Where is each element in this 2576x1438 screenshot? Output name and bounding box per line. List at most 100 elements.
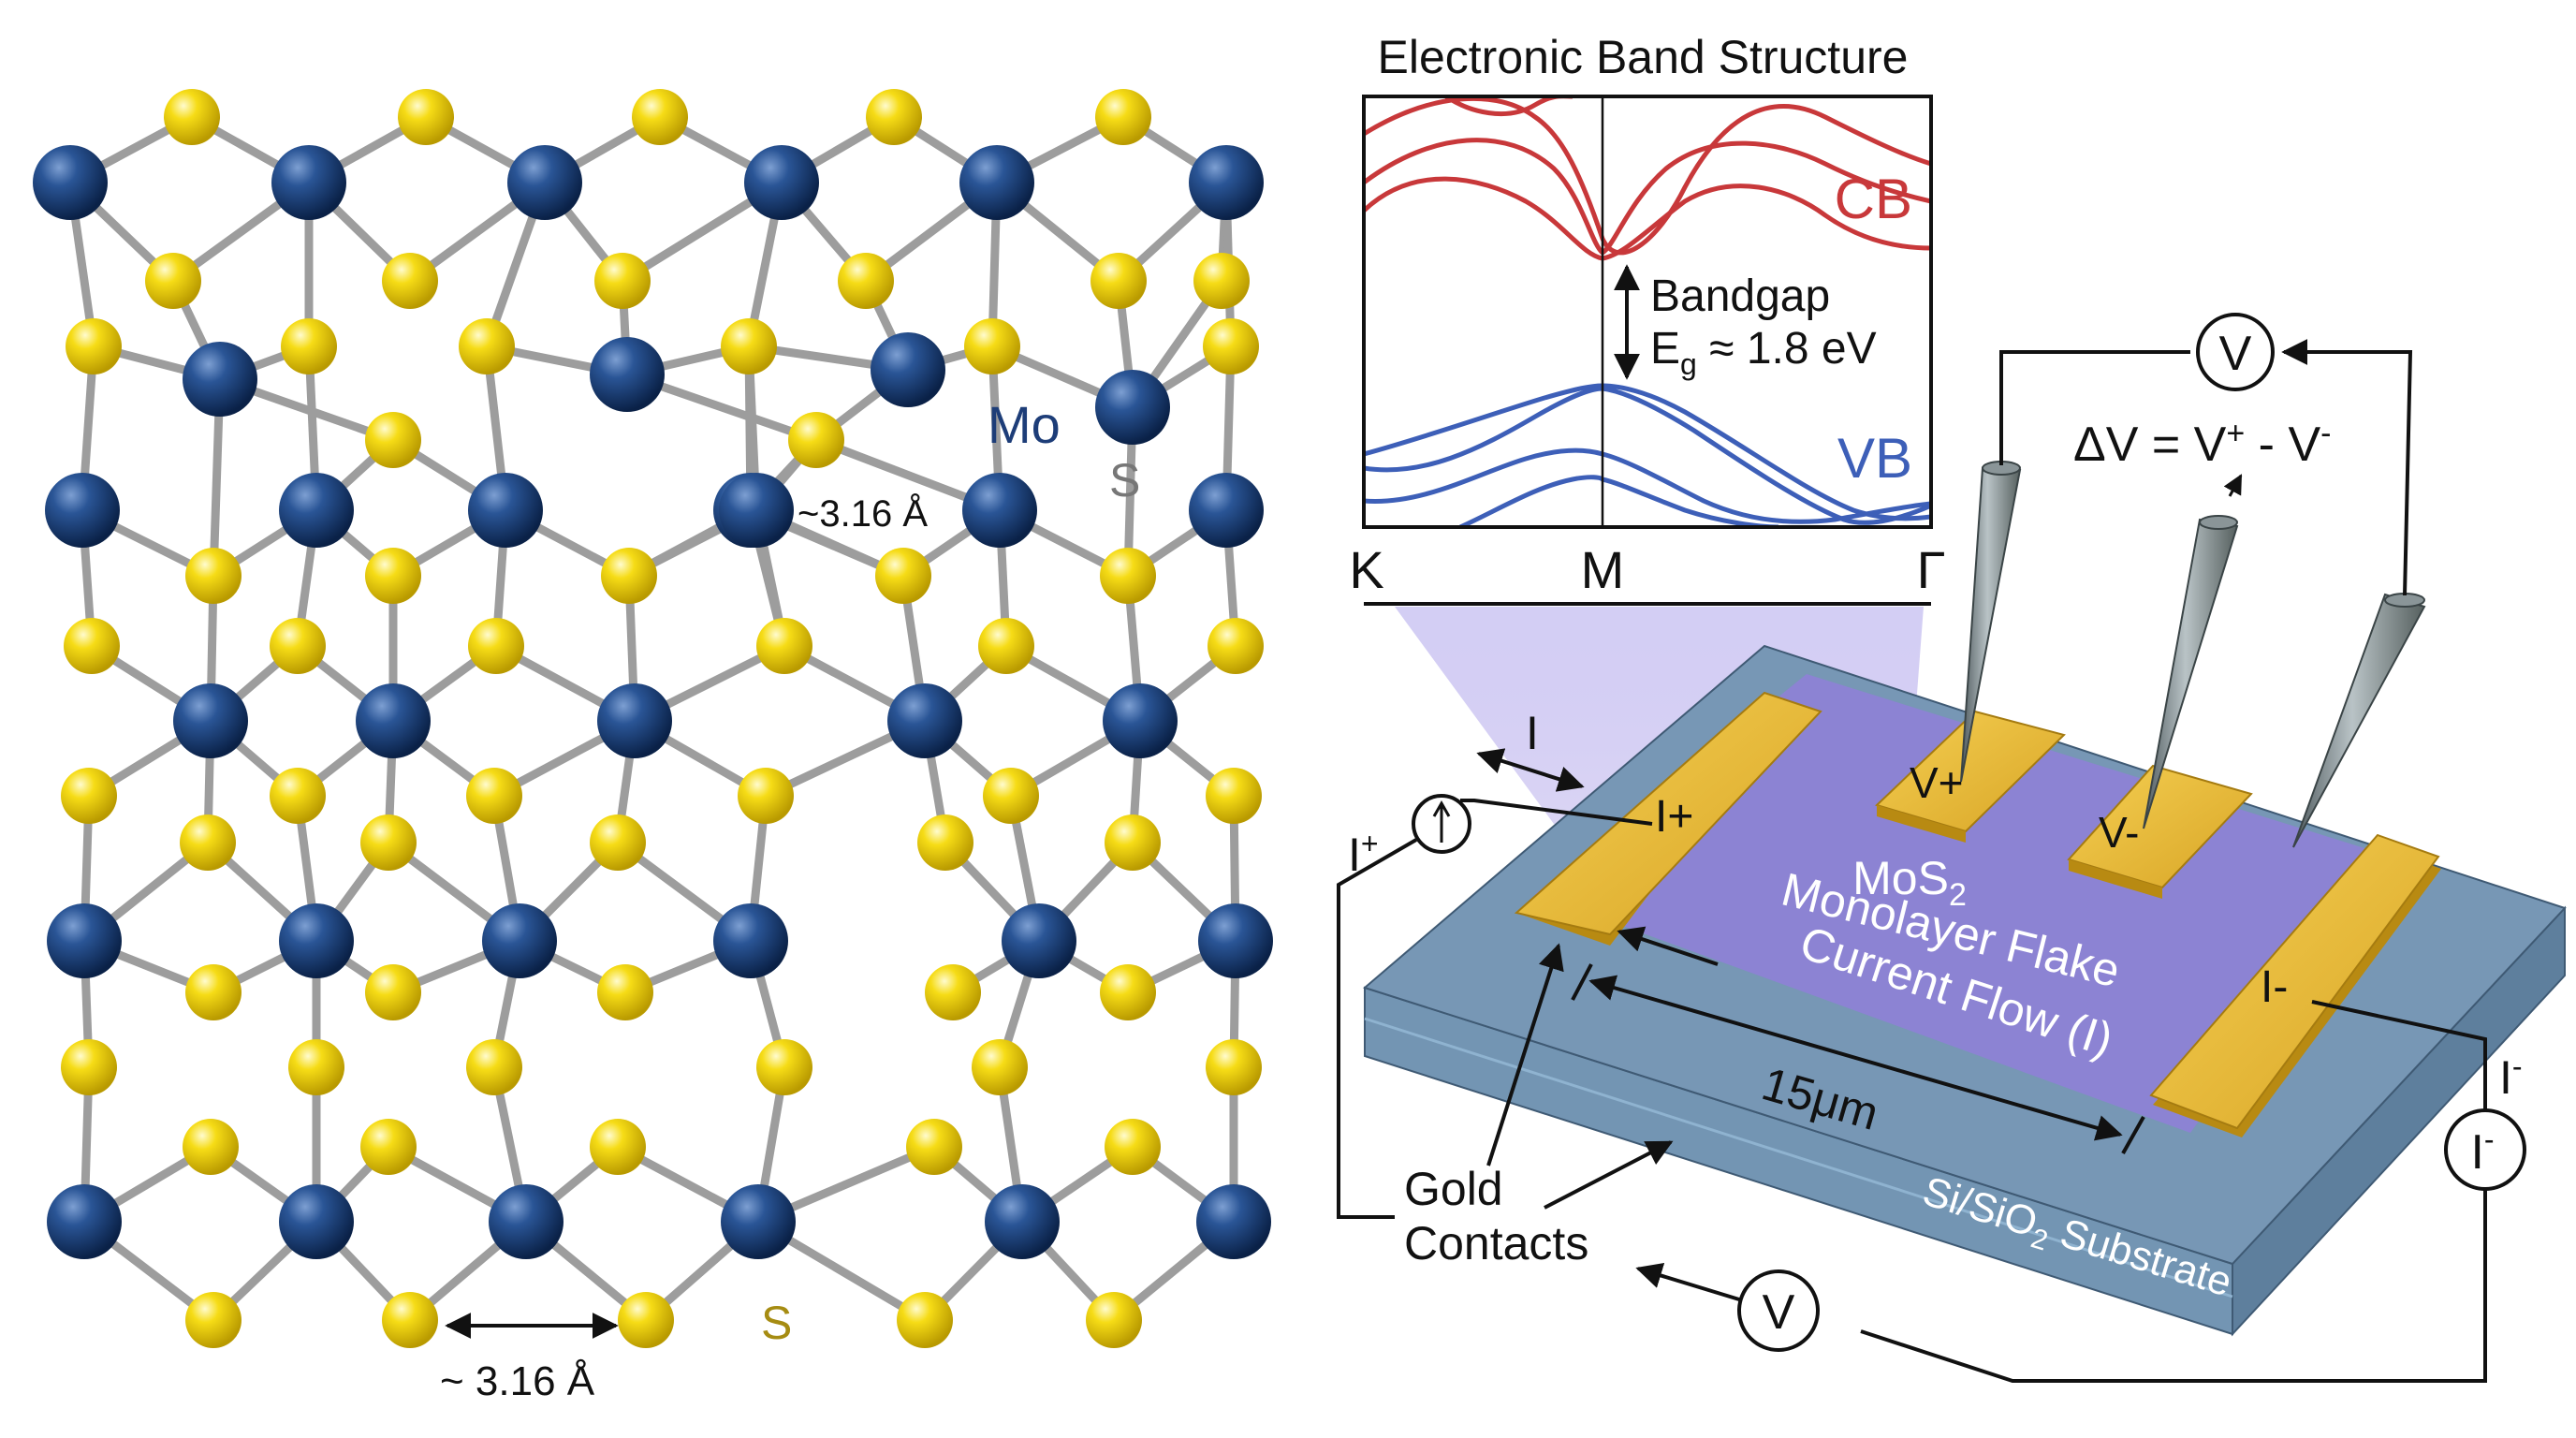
i-minus-wire xyxy=(2311,1000,2487,1109)
mo-atom xyxy=(1103,683,1178,758)
s-atom xyxy=(382,1292,438,1348)
s-atom xyxy=(1100,964,1156,1020)
mo-atom xyxy=(1196,1184,1271,1259)
voltmeter-top-symbol: V xyxy=(2219,327,2252,381)
i-plus-label: I+ xyxy=(1348,827,1379,881)
band-curves xyxy=(1364,96,1931,527)
gold-label-2: Contacts xyxy=(1404,1217,1588,1269)
s-atom xyxy=(270,618,326,674)
s-atom xyxy=(875,548,931,604)
s-atom xyxy=(145,253,201,309)
mo-atom xyxy=(590,337,665,412)
mo-atom xyxy=(468,473,543,548)
s-atom xyxy=(1208,618,1264,674)
mo-atom xyxy=(597,683,672,758)
length-tick-left xyxy=(1571,963,1593,1001)
contact-i-minus-label: I- xyxy=(2261,962,2288,1012)
s-atom xyxy=(978,618,1034,674)
s-atom xyxy=(1206,768,1262,824)
length-dimension-arrow xyxy=(1588,975,2123,1141)
s-atom xyxy=(185,964,242,1020)
mo-atom xyxy=(985,1184,1060,1259)
s-atom xyxy=(365,548,421,604)
s-atom xyxy=(183,1119,239,1175)
s-label-upper: S xyxy=(1109,454,1140,506)
s-atom xyxy=(466,768,522,824)
probe-v-plus[interactable] xyxy=(1960,461,2022,783)
cb-curve-3 xyxy=(1364,176,1931,261)
mo-atom xyxy=(1189,473,1264,548)
current-source-arrow-icon xyxy=(1432,800,1451,843)
ammeter-symbol: I- xyxy=(2470,1123,2494,1180)
cb-curve-1 xyxy=(1364,96,1931,256)
s-atom xyxy=(983,768,1039,824)
contact-v-plus-label: V+ xyxy=(1910,758,1964,807)
mo-atom xyxy=(279,903,354,978)
contact-i-minus[interactable] xyxy=(2149,833,2441,1137)
s-atom xyxy=(866,89,922,145)
cb-curve-2 xyxy=(1364,138,1931,257)
length-tick-right xyxy=(2121,1116,2145,1154)
voltmeter-bottom-symbol: V xyxy=(1763,1285,1795,1340)
contact-v-minus[interactable] xyxy=(2067,764,2253,899)
mo-atom xyxy=(887,683,962,758)
s-atom xyxy=(468,618,524,674)
mo-atom xyxy=(962,473,1037,548)
current-direction-arrow xyxy=(1476,748,1585,792)
s-atom xyxy=(64,618,120,674)
s-atom xyxy=(365,964,421,1020)
s-atom xyxy=(788,412,844,468)
s-atom xyxy=(756,618,812,674)
mo-atom xyxy=(1095,370,1170,445)
mo-atom xyxy=(1198,903,1273,978)
s-atom xyxy=(1206,1039,1262,1095)
i-minus-label: I- xyxy=(2499,1049,2523,1104)
flake-label-mos2: MoS2 xyxy=(1852,852,1967,913)
k-point-gamma: Γ xyxy=(1917,540,1946,599)
mo-atom xyxy=(1189,145,1264,220)
s-atom xyxy=(185,1292,242,1348)
bandgap-label: Bandgap xyxy=(1650,271,1830,321)
mos2-flake xyxy=(1535,674,2392,1133)
s-atom xyxy=(738,768,794,824)
s-atom xyxy=(906,1119,962,1175)
voltmeter-bottom[interactable]: V xyxy=(1737,1269,1820,1352)
s-atom xyxy=(1095,89,1151,145)
bond-length-bottom-label: ~ 3.16 Å xyxy=(440,1358,595,1404)
s-atom xyxy=(964,318,1020,374)
s-atom xyxy=(61,1039,117,1095)
mo-atom xyxy=(713,903,788,978)
s-atom xyxy=(590,814,646,871)
contact-v-plus[interactable] xyxy=(1875,710,2066,843)
probe-i-minus[interactable] xyxy=(2292,593,2426,848)
mos2-lattice: Mo S S ~3.16 Å ~ 3.16 Å xyxy=(33,89,1273,1404)
s-atom xyxy=(382,253,438,309)
s-atom xyxy=(185,548,242,604)
lattice-atoms xyxy=(33,89,1273,1348)
gold-label-1: Gold xyxy=(1404,1163,1503,1215)
ammeter-wire-down xyxy=(1860,1189,2487,1383)
mo-atom xyxy=(489,1184,564,1259)
mo-atom xyxy=(45,473,120,548)
band-structure-title: Electronic Band Structure xyxy=(1378,31,1909,83)
voltmeter-top[interactable]: V xyxy=(2196,313,2275,391)
mo-atom xyxy=(183,342,257,417)
bandgap-value: Eg ≈ 1.8 eV xyxy=(1650,324,1877,381)
s-atom xyxy=(1193,253,1250,309)
s-atom xyxy=(164,89,220,145)
probe-v-minus[interactable] xyxy=(2143,515,2239,829)
s-atom xyxy=(721,318,777,374)
band-plot-frame xyxy=(1362,95,1933,529)
i-plus-wire-down xyxy=(1337,838,1418,1219)
device-schematic: I+ V+ V- I- MoS2 Monolayer Flake Current… xyxy=(1337,313,2567,1383)
gold-pointer-2 xyxy=(1544,1140,1674,1210)
current-source-i-plus[interactable] xyxy=(1412,794,1471,854)
cb-label: CB xyxy=(1835,168,1912,230)
mo-atom xyxy=(959,145,1034,220)
mo-atom xyxy=(33,145,108,220)
mo-atom xyxy=(744,145,819,220)
mo-atom xyxy=(173,683,248,758)
ammeter-i-minus[interactable]: I- xyxy=(2444,1108,2526,1191)
voltmeter-top-wire-left xyxy=(1999,350,2190,465)
mo-atom xyxy=(47,903,122,978)
